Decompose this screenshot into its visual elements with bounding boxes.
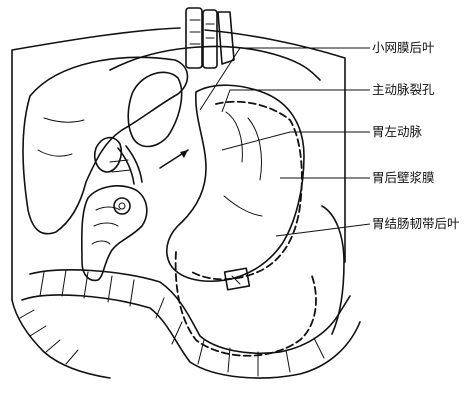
- label-aortic-hiatus: 主动脉裂孔: [372, 82, 435, 97]
- label-lesser-omentum-posterior-layer: 小网膜后叶: [372, 40, 435, 55]
- label-posterior-gastric-serosa: 胃后壁浆膜: [372, 170, 435, 185]
- dotted-organ: [127, 71, 183, 148]
- gallbladder: [93, 136, 123, 173]
- label-gastrocolic-ligament-posterior-layer: 胃结肠韧带后叶: [372, 216, 460, 231]
- arrowhead-omental-foramen: [180, 150, 188, 158]
- body-wall-outline: [11, 27, 346, 301]
- stomach: [166, 84, 305, 283]
- marker-square: [223, 267, 251, 291]
- duodenum: [80, 185, 148, 282]
- ascending-colon: [11, 299, 111, 379]
- liver: [22, 56, 189, 235]
- descending-colon: [321, 205, 345, 335]
- label-left-gastric-artery: 胃左动脉: [372, 124, 423, 139]
- leader-lines: [199, 47, 371, 237]
- hepatic-pedicle: [109, 145, 143, 185]
- diaphragm: [109, 45, 321, 81]
- transverse-colon: [21, 269, 361, 379]
- posterior-serosa-dashed-line: [191, 100, 303, 281]
- great-vessels: [185, 7, 235, 69]
